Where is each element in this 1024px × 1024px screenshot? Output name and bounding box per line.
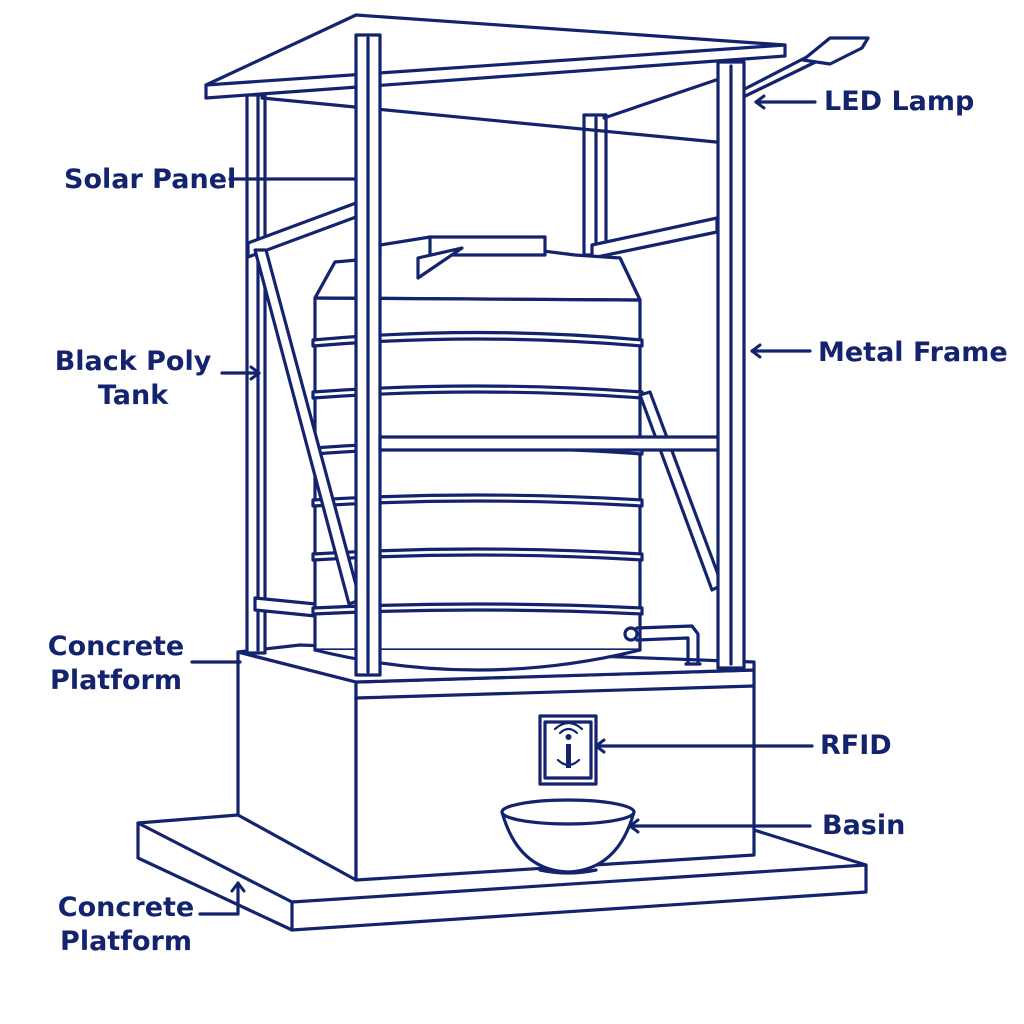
rfid-reader-icon bbox=[553, 721, 584, 768]
label-black-poly-tank: Black Poly Tank bbox=[40, 345, 226, 413]
leader-platform-lower bbox=[198, 881, 240, 916]
water-tank bbox=[311, 235, 644, 672]
basin-bowl bbox=[500, 798, 636, 875]
label-solar-panel: Solar Panel bbox=[64, 164, 237, 195]
leader-lines bbox=[190, 100, 817, 916]
front-frame bbox=[253, 33, 746, 677]
label-led-lamp: LED Lamp bbox=[824, 86, 975, 117]
label-platform-lower-line2: Platform bbox=[60, 926, 192, 957]
solar-panel-roof bbox=[204, 13, 870, 144]
rfid-reader bbox=[538, 714, 598, 786]
outlet-pipe bbox=[623, 624, 702, 666]
concrete-base-block bbox=[236, 643, 756, 882]
label-basin: Basin bbox=[822, 810, 906, 841]
label-rfid: RFID bbox=[820, 730, 892, 761]
label-concrete-platform-upper: Concrete Platform bbox=[36, 630, 196, 698]
arrowheads bbox=[230, 94, 766, 893]
label-metal-frame: Metal Frame bbox=[818, 337, 1008, 368]
label-platform-lower-line1: Concrete bbox=[57, 892, 195, 923]
label-concrete-platform-lower: Concrete Platform bbox=[46, 891, 206, 959]
label-platform-upper-line1: Concrete bbox=[47, 631, 185, 662]
label-tank-line1: Black Poly bbox=[54, 346, 212, 377]
label-platform-upper-line2: Platform bbox=[50, 665, 182, 696]
label-tank-line2: Tank bbox=[97, 380, 169, 411]
